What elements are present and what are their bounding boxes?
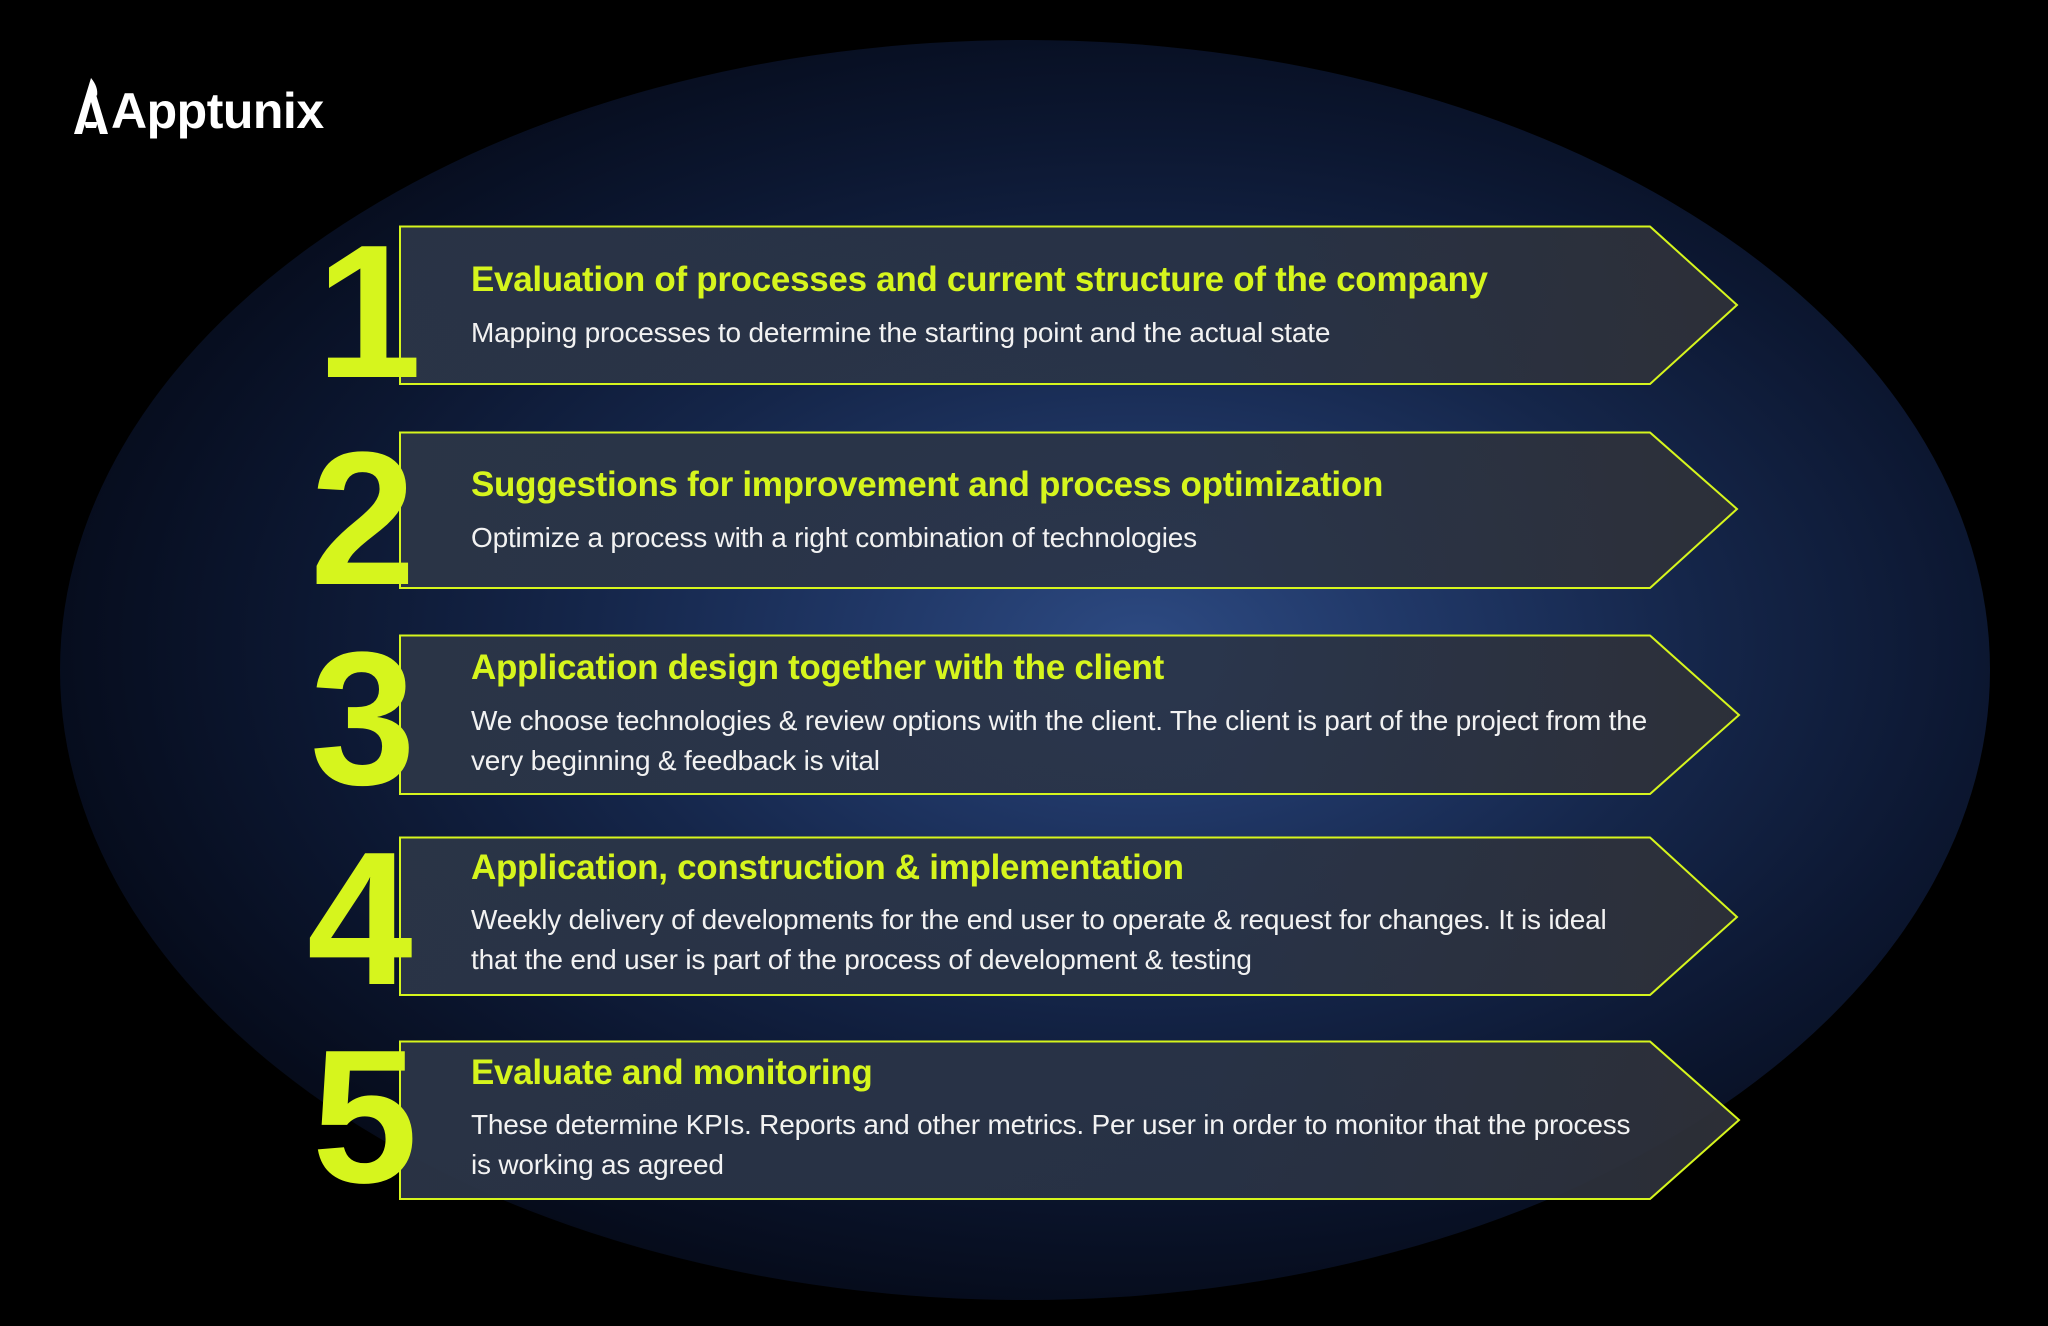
- brand-name: Apptunix: [111, 83, 324, 139]
- step-number: 3: [310, 613, 416, 825]
- process-step-3: 3 Application design together with the c…: [300, 624, 1750, 814]
- step-title: Evaluate and monitoring: [471, 1053, 873, 1092]
- step-description: Weekly delivery of developments for the …: [471, 904, 1607, 975]
- step-arrow-banner: [399, 1040, 1741, 1200]
- step-arrow-banner: [399, 634, 1741, 795]
- step-title: Evaluation of processes and current stru…: [471, 260, 1488, 299]
- logo-a-mark-icon: [72, 76, 110, 136]
- brand-logo: Apptunix: [72, 66, 324, 136]
- step-arrow-banner: [399, 225, 1739, 385]
- step-number: 5: [312, 1011, 418, 1223]
- step-number: 4: [307, 813, 413, 1025]
- process-step-2: 2 Suggestions for improvement and proces…: [300, 424, 1750, 614]
- step-number: 2: [310, 413, 416, 625]
- step-description: These determine KPIs. Reports and other …: [471, 1109, 1631, 1180]
- process-step-1: 1 Evaluation of processes and current st…: [300, 217, 1750, 407]
- step-description: Optimize a process with a right combinat…: [471, 522, 1197, 553]
- step-title: Suggestions for improvement and process …: [471, 465, 1384, 504]
- step-description: We choose technologies & review options …: [471, 705, 1648, 776]
- step-title: Application design together with the cli…: [471, 648, 1164, 687]
- process-step-5: 5 Evaluate and monitoring These determin…: [300, 1022, 1750, 1212]
- step-title: Application, construction & implementati…: [471, 848, 1184, 887]
- step-number: 1: [316, 206, 422, 418]
- step-description: Mapping processes to determine the start…: [471, 317, 1331, 348]
- step-arrow-banner: [399, 836, 1739, 996]
- step-arrow-banner: [399, 431, 1739, 589]
- process-step-4: 4 Application, construction & implementa…: [300, 824, 1750, 1014]
